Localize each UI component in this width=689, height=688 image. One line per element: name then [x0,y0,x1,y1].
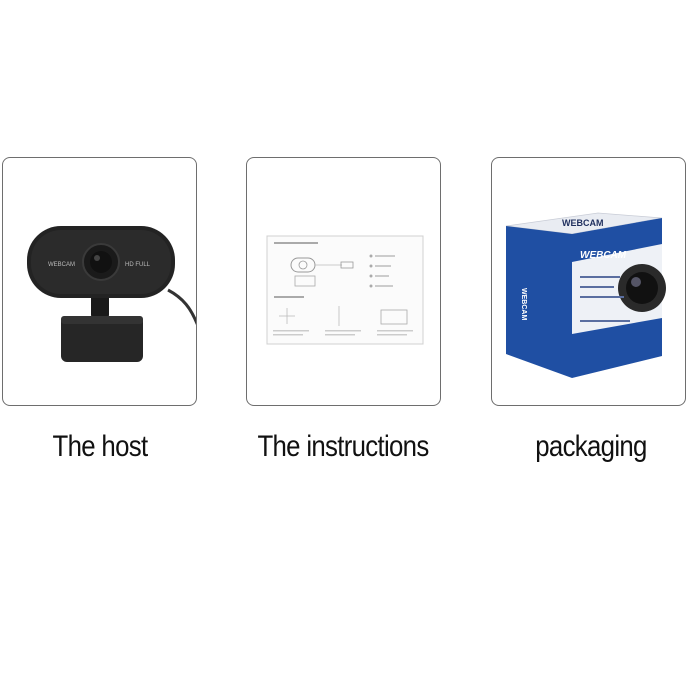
caption-host: The host [52,430,149,463]
host-image-card: WEBCAM HD FULL [2,157,197,406]
caption-packaging: packaging [535,430,647,463]
caption-instructions: The instructions [257,430,429,463]
camera-label-right: HD FULL [125,262,151,268]
instructions-image-card [246,157,441,406]
packaging-image-card: WEBCAM WEBCAM WEBCAM [491,157,686,406]
box-top-label: WEBCAM [562,218,604,228]
box-front-label: WEBCAM [580,250,627,261]
packaging-box-illustration: WEBCAM WEBCAM WEBCAM [505,212,666,378]
instructions-sheet-illustration [266,235,424,345]
box-side-label: WEBCAM [520,288,527,320]
webcam-illustration: WEBCAM HD FULL [27,226,196,362]
camera-label-left: WEBCAM [48,262,75,268]
